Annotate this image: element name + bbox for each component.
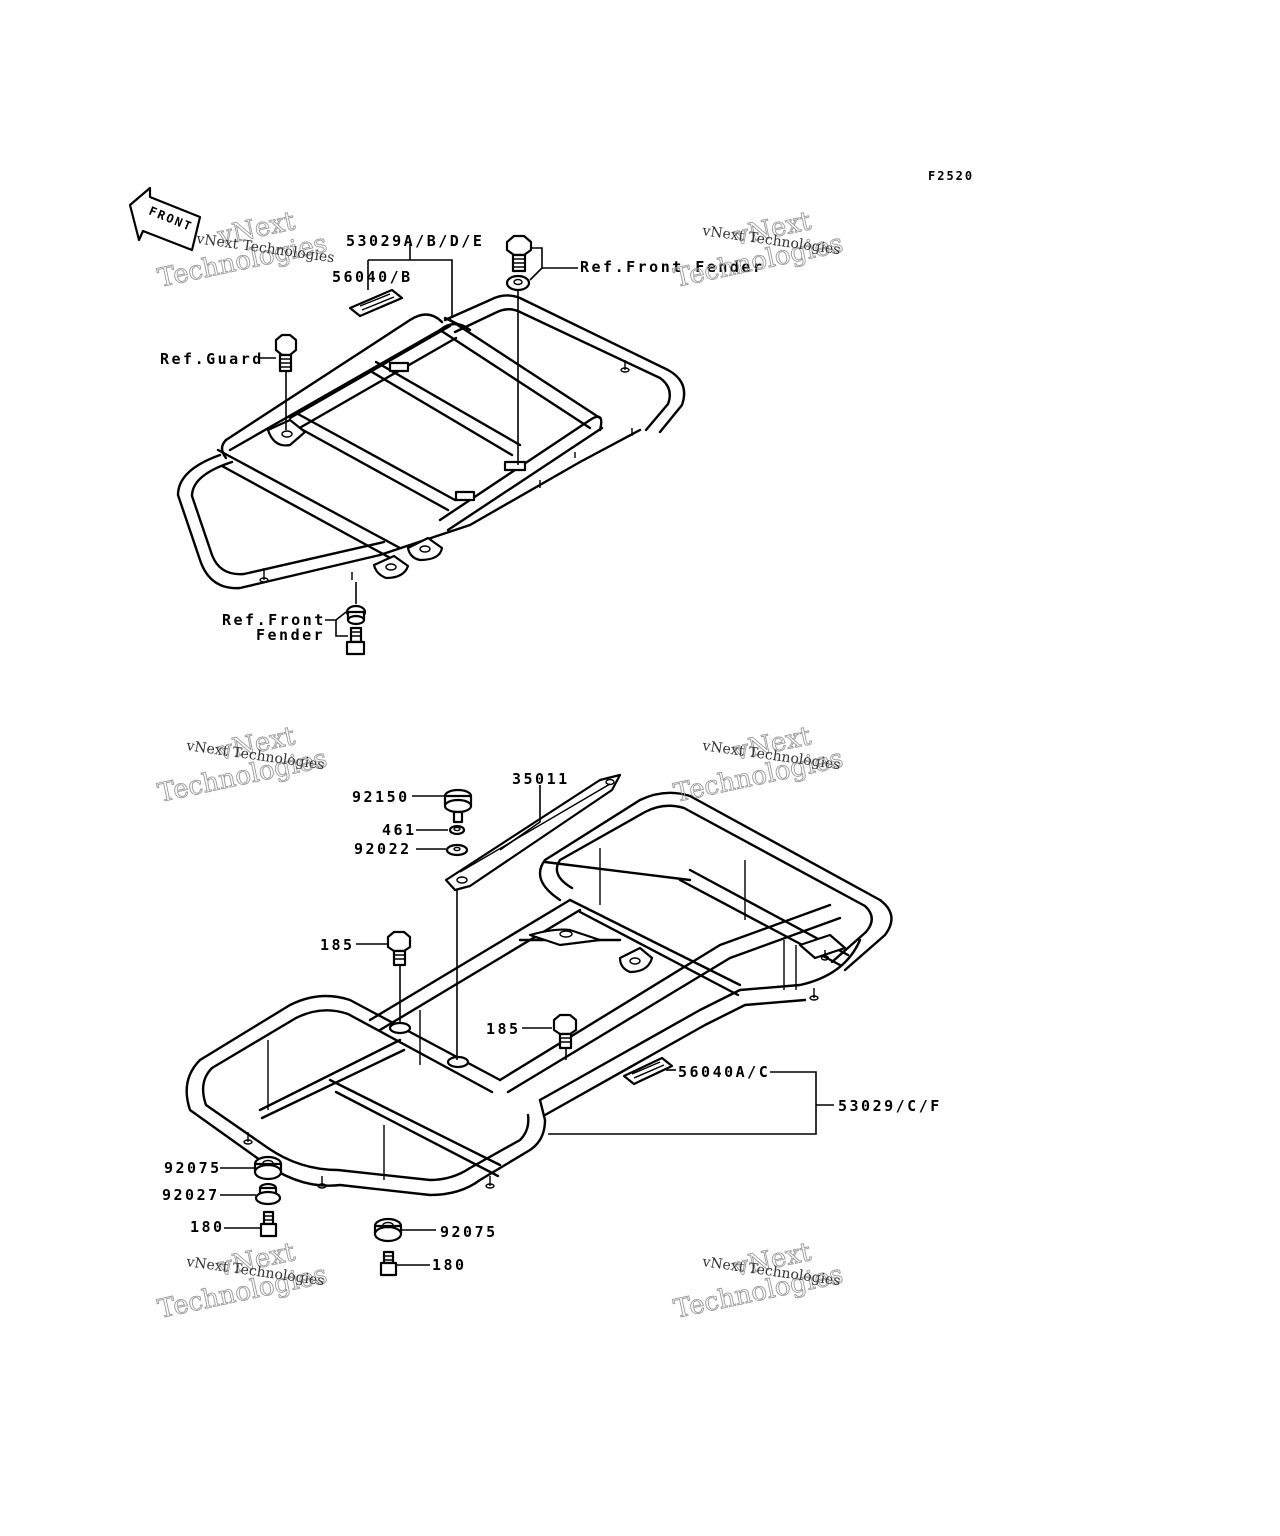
lower-fastener-icon: [345, 582, 367, 656]
label-ref-front: Ref.Front: [222, 611, 326, 629]
bolt-185-left-icon: [386, 930, 412, 1024]
washer-92022-icon: [445, 843, 469, 1060]
label-ref-guard: Ref.Guard: [160, 350, 264, 368]
label-180-right: 180: [432, 1256, 467, 1274]
label-92075-left: 92075: [164, 1159, 222, 1177]
label-92022: 92022: [354, 840, 412, 858]
label-35011: 35011: [512, 770, 570, 788]
collar-92075-right-icon: [373, 1217, 403, 1243]
label-ref-front-fender-top: Ref.Front Fender: [580, 258, 765, 276]
rear-carrier-assembly: [185, 791, 893, 1197]
watermark: vNext Technologies vNext Technologies: [155, 1237, 330, 1326]
label-180-left: 180: [190, 1218, 225, 1236]
watermark: vNext Technologies vNext Technologies: [671, 1237, 846, 1326]
watermark: vNext Technologies vNext Technologies: [671, 206, 846, 295]
collar-92075-left-icon: [253, 1155, 283, 1181]
label-53029-c-f: 53029/C/F: [838, 1097, 942, 1115]
nut-461-icon: [448, 824, 466, 836]
watermark: vNext Technologies vNext Technologies: [671, 721, 846, 810]
bolt-180-left-icon: [259, 1210, 278, 1238]
bracket-35011-icon: [444, 773, 622, 892]
damper-92027-icon: [254, 1182, 282, 1206]
front-arrow-icon: FRONT: [128, 186, 202, 252]
top-leader-lines: [258, 244, 578, 637]
guard-bolt-icon: [274, 333, 298, 430]
label-56040a-c: 56040A/C: [678, 1063, 770, 1081]
figure-code: F2520: [928, 169, 974, 183]
label-185-right: 185: [486, 1020, 521, 1038]
bottom-leader-lines: [220, 785, 834, 1266]
front-carrier-assembly: [176, 294, 686, 590]
bolt-180-right-icon: [379, 1250, 398, 1277]
top-sticker-icon: [348, 288, 404, 318]
label-fender: Fender: [256, 626, 325, 644]
watermark: vNext Technologies vNext Technologies: [155, 206, 336, 295]
label-185-left: 185: [320, 936, 355, 954]
watermark: vNext Technologies vNext Technologies: [155, 721, 330, 810]
top-bolt-icon: [505, 234, 533, 465]
label-461: 461: [382, 821, 417, 839]
label-92027: 92027: [162, 1186, 220, 1204]
label-56040-b: 56040/B: [332, 268, 413, 286]
bolt-185-right-icon: [552, 1013, 578, 1060]
bottom-sticker-icon: [622, 1056, 674, 1086]
label-92150: 92150: [352, 788, 410, 806]
knob-92150-icon: [443, 788, 473, 824]
label-92075-right: 92075: [440, 1223, 498, 1241]
label-53029-a-b-d-e: 53029A/B/D/E: [346, 232, 484, 250]
